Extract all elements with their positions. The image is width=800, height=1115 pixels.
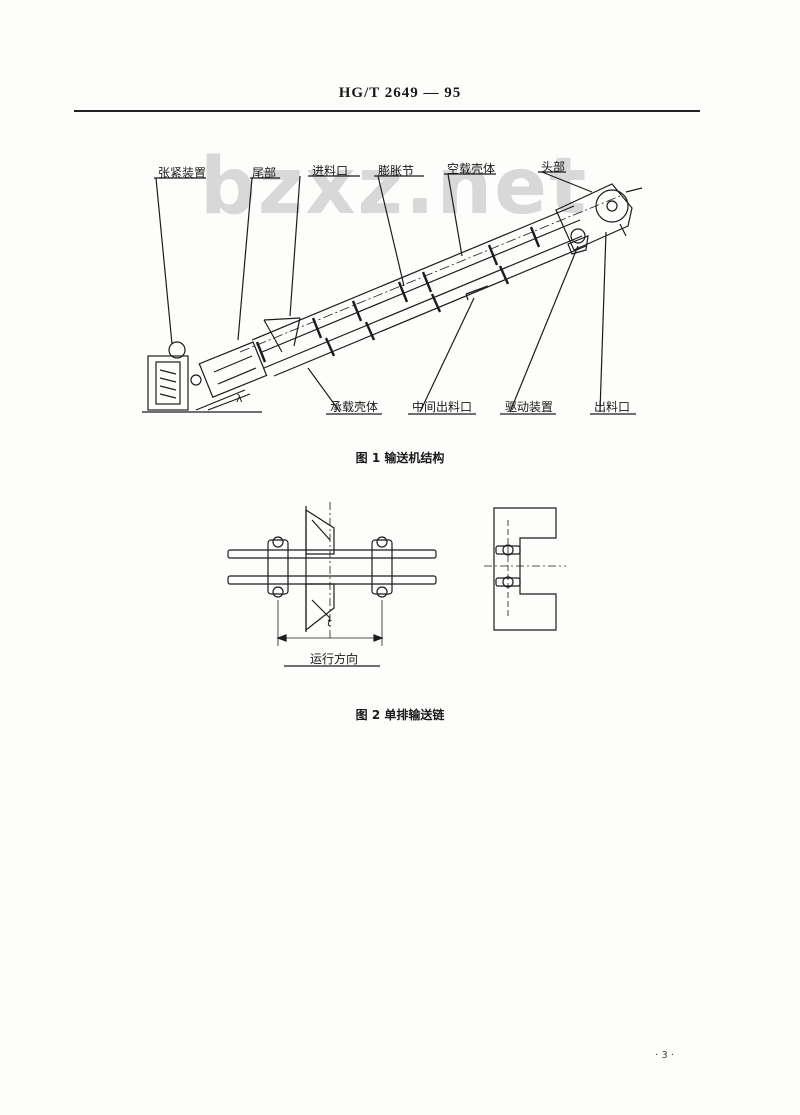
label-expansion-joint: 膨胀节 [378, 164, 415, 178]
label-outlet: 出料口 [594, 400, 631, 414]
figure1-caption: 图 1 输送机结构 [355, 451, 445, 465]
page-mark: · 3 · [655, 1050, 675, 1061]
conveyor-diagram [142, 171, 643, 415]
label-drive: 驱动装置 [505, 400, 554, 414]
label-head: 头部 [541, 160, 566, 174]
direction-label: 运行方向 [310, 652, 359, 666]
label-inlet: 进料口 [312, 164, 349, 178]
pitch-mark: t [327, 616, 332, 629]
label-tail: 尾部 [252, 166, 277, 180]
standard-code: HG/T 2649 — 95 [338, 85, 462, 101]
label-tensioner: 张紧装置 [158, 166, 207, 180]
label-middle-outlet: 中间出料口 [412, 400, 473, 414]
chain-side-view [484, 507, 566, 631]
figure2-caption: 图 2 单排输送链 [355, 708, 445, 722]
watermark: bzxz.net [200, 142, 589, 232]
label-loaded-casing: 承载壳体 [330, 400, 379, 414]
header-rule [74, 110, 700, 112]
label-empty-casing: 空载壳体 [447, 162, 496, 176]
chain-front-view [227, 502, 437, 667]
